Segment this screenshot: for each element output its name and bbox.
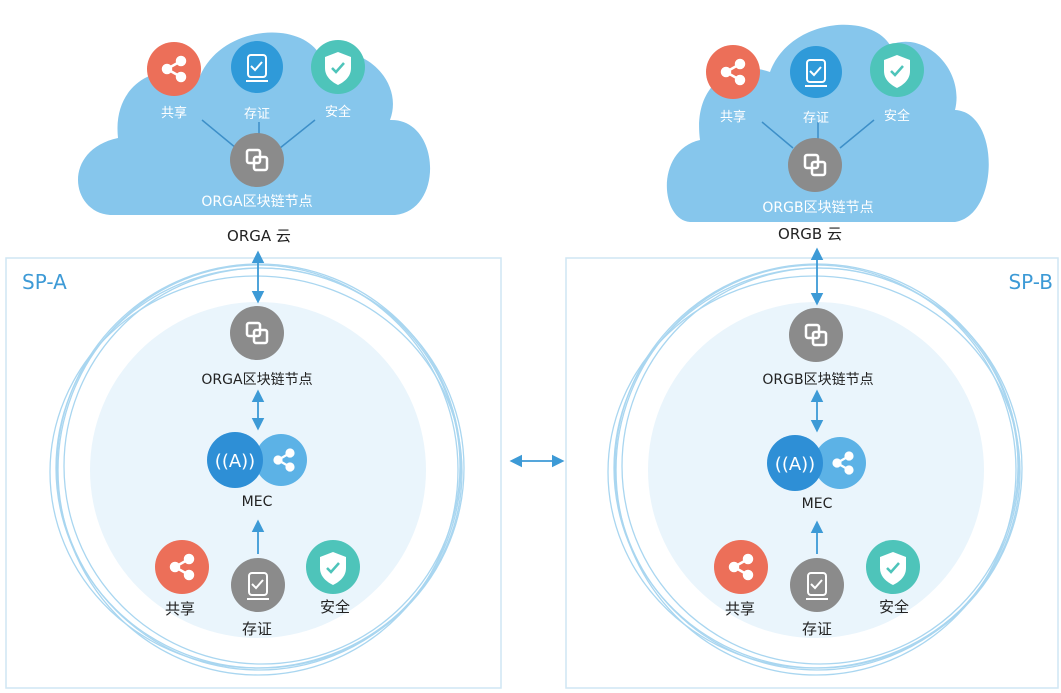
orgb-cloud: 共享 存证 安全 ORGB区块链节点	[666, 24, 989, 222]
svg-text:((A)): ((A))	[215, 451, 255, 472]
security-icon	[311, 40, 365, 94]
cloud-connectors	[761, 119, 875, 149]
security-icon	[306, 540, 360, 594]
evidence-label: 存证	[803, 111, 829, 126]
cloud-label: ORGB 云	[778, 225, 842, 243]
share-label: 共享	[720, 109, 746, 125]
evidence-icon	[231, 41, 283, 93]
share-icon	[706, 45, 760, 99]
svg-text:((A)): ((A))	[775, 454, 815, 475]
sp-b-panel: SP-B ORGB区块链节点 ((A)) MEC	[565, 257, 1059, 689]
blockchain-node-icon	[788, 138, 842, 192]
connection-arrows	[251, 247, 824, 554]
evidence-label: 存证	[242, 620, 272, 638]
evidence-icon	[790, 558, 844, 612]
evidence-icon	[231, 558, 285, 612]
security-label: 安全	[325, 104, 351, 120]
cloud-label: ORGA 云	[227, 227, 291, 245]
evidence-label: 存证	[244, 107, 270, 122]
orga-cloud: 共享 存证 安全 ORGA区块链节点	[78, 32, 431, 216]
security-icon	[870, 43, 924, 97]
mec-icon: ((A))	[207, 432, 307, 488]
security-label: 安全	[879, 598, 909, 616]
share-label: 共享	[725, 600, 755, 618]
blockchain-node-icon	[789, 308, 843, 362]
share-icon	[147, 42, 201, 96]
sp-a-panel: SP-A ORGA区块链节点 ((A)) MEC	[5, 257, 502, 689]
evidence-label: 存证	[802, 620, 832, 638]
share-icon	[155, 540, 209, 594]
security-icon	[866, 540, 920, 594]
security-label: 安全	[884, 108, 910, 124]
mec-icon: ((A))	[767, 435, 866, 491]
security-label: 安全	[320, 598, 350, 616]
node-label: ORGA区块链节点	[201, 372, 312, 388]
blockchain-node-icon	[230, 133, 284, 187]
sp-title: SP-A	[22, 270, 67, 294]
evidence-icon	[790, 46, 842, 98]
sp-title: SP-B	[1008, 270, 1053, 294]
mec-label: MEC	[242, 494, 273, 510]
node-label: ORGB区块链节点	[762, 200, 873, 216]
share-label: 共享	[161, 105, 187, 121]
node-label: ORGA区块链节点	[201, 194, 312, 210]
share-icon	[714, 540, 768, 594]
node-label: ORGB区块链节点	[762, 372, 873, 388]
mec-label: MEC	[802, 496, 833, 512]
blockchain-node-icon	[230, 306, 284, 360]
share-label: 共享	[165, 600, 195, 618]
